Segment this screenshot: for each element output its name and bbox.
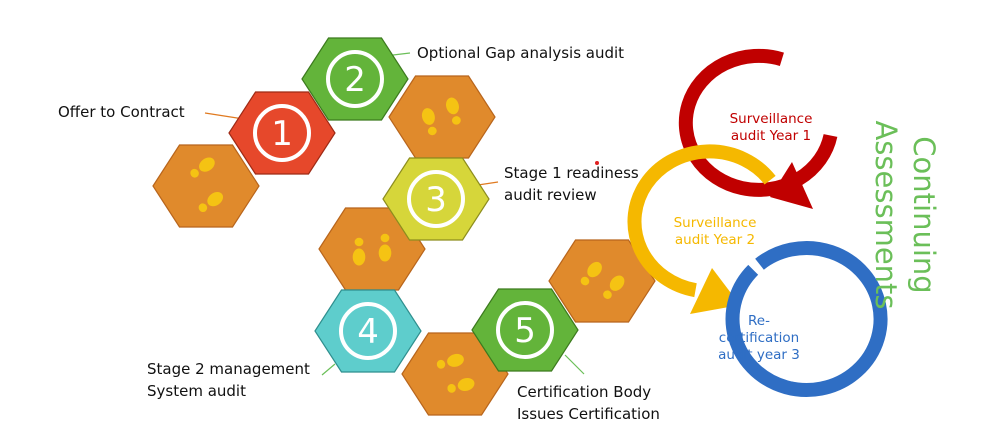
footprint-hex-4 xyxy=(401,332,509,416)
hexagon xyxy=(152,144,260,228)
hexagon xyxy=(471,288,579,372)
step-hex-1: 1 xyxy=(228,91,336,175)
hexagon xyxy=(301,37,409,121)
step-3-label-line: audit review xyxy=(504,186,597,204)
step-hex-5: 5 xyxy=(471,288,579,372)
cycle-arrow-icon xyxy=(725,241,888,397)
continuing-assessments-title: Continuing Assessments xyxy=(869,120,941,310)
step-5-label: Certification Body Issues Certification xyxy=(517,381,660,425)
cycle-label-line: Surveillance xyxy=(673,215,757,231)
cycle-label-line: certification xyxy=(718,330,800,346)
footprint-hex-5 xyxy=(548,239,656,323)
step-4-label-line: System audit xyxy=(147,382,246,400)
recertification-year-3-label: Re- certification audit year 3 xyxy=(699,313,819,364)
step-number: 2 xyxy=(344,60,366,100)
step-ring xyxy=(496,301,554,359)
step-ring xyxy=(326,50,384,108)
step-number: 4 xyxy=(357,312,379,352)
step-ring xyxy=(253,104,311,162)
step-4-label-line: Stage 2 management xyxy=(147,360,310,378)
hexagon xyxy=(382,157,490,241)
step-number: 3 xyxy=(425,180,447,220)
cycle-arrow-icon xyxy=(627,144,776,298)
step-number: 5 xyxy=(514,311,536,351)
hexagon xyxy=(314,289,422,373)
step-1-label-line: Offer to Contract xyxy=(58,103,185,121)
step-number: 1 xyxy=(271,114,293,154)
step-1-label: Offer to Contract xyxy=(58,101,185,123)
step-4-label: Stage 2 management System audit xyxy=(147,358,310,402)
arrowhead xyxy=(770,162,813,209)
cycle-ring-year-3 xyxy=(725,241,888,397)
leader-line-step-5 xyxy=(564,354,585,375)
step-3-label-line: Stage 1 readiness xyxy=(504,164,639,182)
hexagon xyxy=(228,91,336,175)
cycle-label-line: audit Year 2 xyxy=(674,232,756,248)
cycle-label-line: Re- xyxy=(748,313,770,329)
hexagon xyxy=(548,239,656,323)
marker-dot xyxy=(595,161,599,165)
step-2-label-line: Optional Gap analysis audit xyxy=(417,44,625,62)
step-5-label-line: Certification Body xyxy=(517,383,652,401)
footprint-hex-1 xyxy=(152,144,260,228)
cycle-label-line: audit Year 1 xyxy=(730,128,812,144)
step-hex-4: 4 xyxy=(314,289,422,373)
step-hex-2: 2 xyxy=(301,37,409,121)
step-5-label-line: Issues Certification xyxy=(517,405,660,423)
leader-line-step-3 xyxy=(477,181,499,186)
hexagon xyxy=(388,75,496,159)
continuing-assessments-title-box: Continuing Assessments xyxy=(861,115,943,315)
step-3-label: Stage 1 readiness audit review xyxy=(504,162,639,206)
hexagon xyxy=(401,332,509,416)
step-ring xyxy=(407,170,465,228)
step-2-label: Optional Gap analysis audit xyxy=(417,42,624,64)
footprint-hex-2 xyxy=(388,75,496,159)
surveillance-year-2-label: Surveillance audit Year 2 xyxy=(650,215,780,249)
step-ring xyxy=(339,302,397,360)
cycle-label-line: audit year 3 xyxy=(718,347,800,363)
cycle-label-line: Surveillance xyxy=(729,111,813,127)
step-hex-3: 3 xyxy=(382,157,490,241)
leader-line-step-2 xyxy=(392,52,411,56)
surveillance-year-1-label: Surveillance audit Year 1 xyxy=(706,111,836,145)
leader-line-step-4 xyxy=(321,363,336,376)
